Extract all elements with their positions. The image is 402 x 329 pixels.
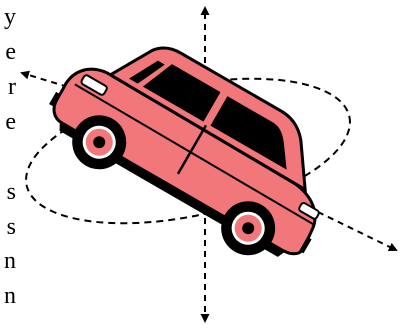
text-fragment-3: r [8, 74, 16, 100]
longitudinal-axis-back [20, 70, 79, 91]
car-illustration [49, 46, 320, 257]
text-fragment-2: e [5, 39, 16, 65]
longitudinal-axis-front [317, 211, 398, 251]
text-fragment-4: e [5, 109, 16, 135]
text-fragment-1: y [4, 4, 16, 30]
text-fragment-7: n [4, 248, 16, 274]
text-fragment-8: n [4, 283, 16, 309]
text-fragment-6: s [6, 214, 16, 240]
text-fragment-5: s [6, 179, 16, 205]
